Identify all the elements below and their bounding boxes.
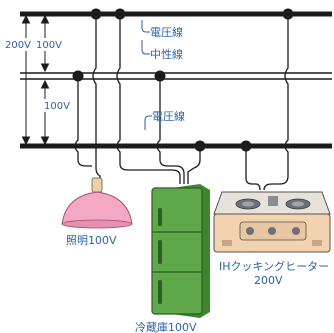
ih-label-line2: 200V [254, 274, 283, 287]
fridge-label: 冷蔵庫100V [135, 320, 197, 333]
ih-wire-bottom [245, 146, 261, 191]
label-bg [43, 99, 67, 112]
fridge-wire-neutral [156, 76, 185, 184]
fridge-icon [151, 184, 210, 318]
dimension-100v-lower [40, 79, 50, 146]
fridge-wire-top [116, 14, 181, 184]
lamp-wire-top [92, 14, 101, 180]
junction-dot [154, 70, 166, 82]
lamp-icon [61, 177, 133, 229]
junction-dot [114, 8, 126, 20]
voltage-lower-label: 100V [44, 101, 70, 112]
ih-heater-icon [213, 191, 331, 253]
dimension-200v [21, 14, 31, 146]
wire-neutral-label: 中性線 [150, 47, 183, 61]
junction-dot [90, 8, 102, 20]
ih-wire-top [263, 14, 289, 191]
wire-neutral-callout: 中性線 [141, 40, 183, 61]
voltage-total-label: 200V [5, 40, 31, 51]
ih-label-line1: IHクッキングヒーター [219, 259, 329, 273]
junction-dot [282, 8, 294, 20]
lamp-wire-neutral [74, 76, 92, 167]
wire-top-label: 電圧線 [150, 25, 183, 39]
wire-bottom-callout: 電圧線 [144, 109, 185, 130]
junction-dot [240, 140, 252, 152]
voltage-upper-label: 100V [36, 40, 62, 51]
lamp-label: 照明100V [66, 234, 117, 247]
junction-dot [194, 140, 206, 152]
junction-dots [72, 8, 294, 152]
neutral-wire [20, 72, 332, 80]
fridge-wire-bottom [187, 146, 201, 184]
wire-bottom-label: 電圧線 [152, 109, 185, 123]
label-bg [4, 38, 64, 51]
wire-top-callout: 電圧線 [141, 20, 183, 39]
junction-dot [72, 70, 84, 82]
